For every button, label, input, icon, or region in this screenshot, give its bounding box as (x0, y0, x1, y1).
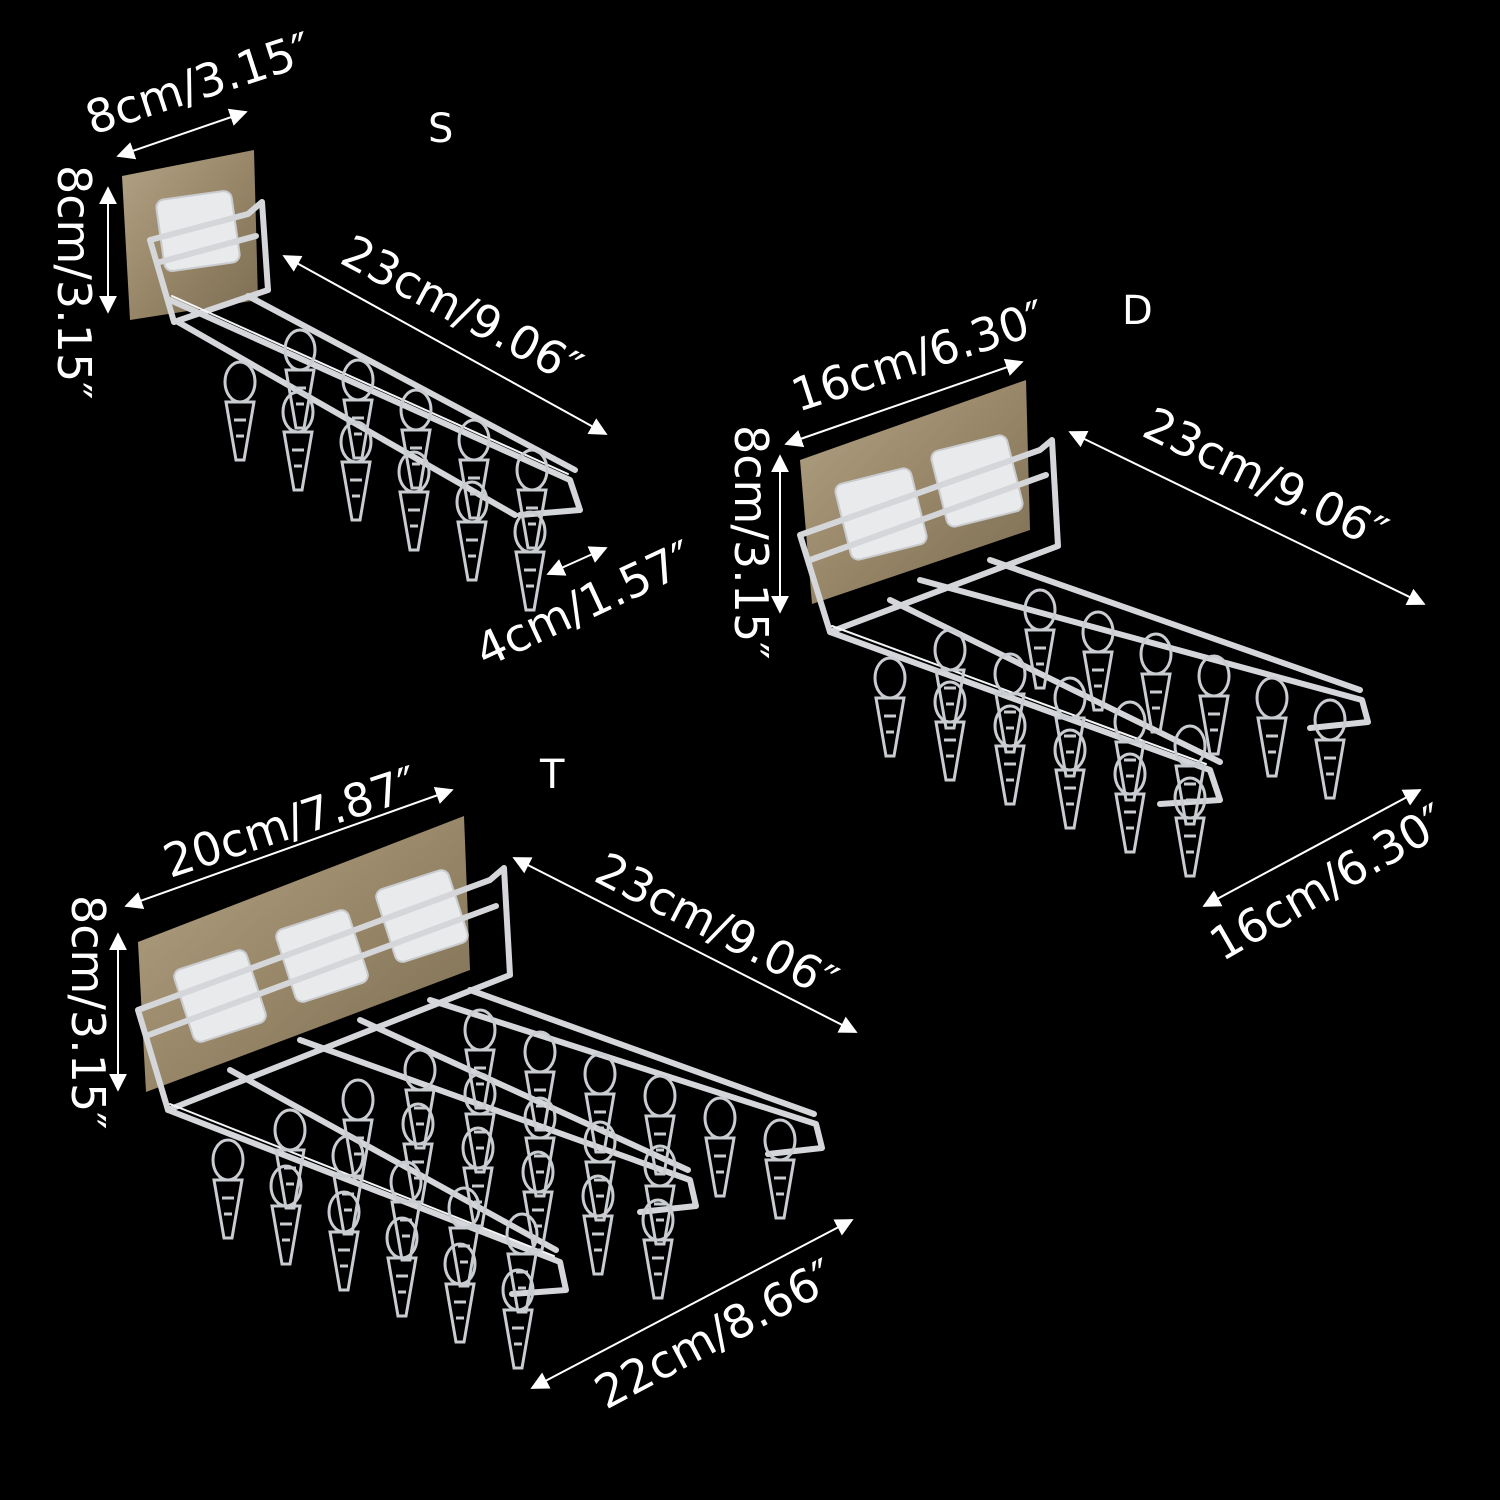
suction-pad-d-1 (834, 467, 928, 561)
hanging-clip (403, 1048, 437, 1150)
hanging-clip (1023, 588, 1057, 690)
dim-line-front-width-s (546, 546, 608, 576)
hanging-clip (461, 1126, 495, 1228)
hanging-clip (515, 448, 549, 550)
hanging-clip (447, 1186, 481, 1288)
product-t: T 20cm/7.87″ 8cm/3.15″ 23cm/9.06″ 22cm/8… (61, 752, 858, 1420)
hanging-clip (463, 1008, 497, 1110)
hanging-clip (993, 652, 1027, 754)
hanging-clip (1053, 676, 1087, 778)
dim-line-front-width-d (1202, 789, 1422, 907)
product-s: S 8cm/3.15″ 8cm/3.15″ 23cm/9.06″ 4cm/1.5… (47, 22, 702, 678)
hanging-clip (269, 1164, 303, 1266)
dim-line-arm-length-d (1068, 430, 1426, 606)
hanging-clip (583, 1052, 617, 1154)
hanging-clip (873, 656, 907, 758)
hanging-clip (283, 328, 317, 430)
hanging-clip (273, 1108, 307, 1210)
dim-line-arm-length-s (282, 255, 608, 435)
dim-line-plate-width-s (116, 108, 248, 160)
hanging-clip (513, 510, 547, 612)
dim-front-width-s: 4cm/1.57″ (467, 530, 702, 678)
hanging-clip (523, 1096, 557, 1198)
hanging-clip (211, 1138, 245, 1240)
clips-d (873, 588, 1347, 878)
dim-arm-length-t: 23cm/9.06″ (587, 842, 847, 1010)
hanging-clip (1197, 654, 1231, 756)
hanging-clip (523, 1030, 557, 1132)
hanging-clip (1313, 698, 1347, 800)
dim-line-arm-length-t (512, 857, 858, 1033)
hanging-clip (933, 628, 967, 730)
dim-plate-width-s: 8cm/3.15″ (79, 22, 319, 146)
hanging-clip (1255, 676, 1289, 778)
dim-plate-height-t: 8cm/3.15″ (61, 895, 115, 1129)
hanging-clip (1139, 632, 1173, 734)
dim-line-plate-width-d (784, 358, 1024, 448)
hanging-clip (703, 1096, 737, 1198)
hanging-clip (643, 1074, 677, 1176)
hanging-clip (443, 1242, 477, 1344)
hanging-clip (341, 1078, 375, 1180)
hanging-clip (1081, 610, 1115, 712)
hanging-clip (501, 1268, 535, 1370)
dim-front-width-d: 16cm/6.30″ (1201, 793, 1456, 972)
hanging-clip (327, 1190, 361, 1292)
hanging-clip (455, 480, 489, 582)
hanging-clip (385, 1216, 419, 1318)
size-label-s: S (428, 106, 453, 152)
dim-front-width-t: 22cm/8.66″ (586, 1248, 844, 1420)
hanging-clip (1113, 700, 1147, 802)
product-d: D 16cm/6.30″ 8cm/3.15″ 23cm/9.06″ 16cm/6… (724, 288, 1456, 972)
hanging-clip (223, 360, 257, 462)
dim-plate-height-s: 8cm/3.15″ (47, 165, 101, 399)
hanging-clip (401, 1102, 435, 1204)
dim-line-front-width-t (530, 1219, 854, 1389)
size-label-d: D (1122, 288, 1153, 334)
hanging-clip (1173, 724, 1207, 826)
hanging-clip (397, 450, 431, 552)
hanging-clip (463, 1072, 497, 1174)
dim-plate-height-d: 8cm/3.15″ (724, 425, 778, 659)
hanging-clip (763, 1118, 797, 1220)
dim-line-plate-width-t (124, 786, 454, 910)
size-label-t: T (539, 752, 565, 798)
dim-arm-length-d: 23cm/9.06″ (1135, 396, 1396, 560)
